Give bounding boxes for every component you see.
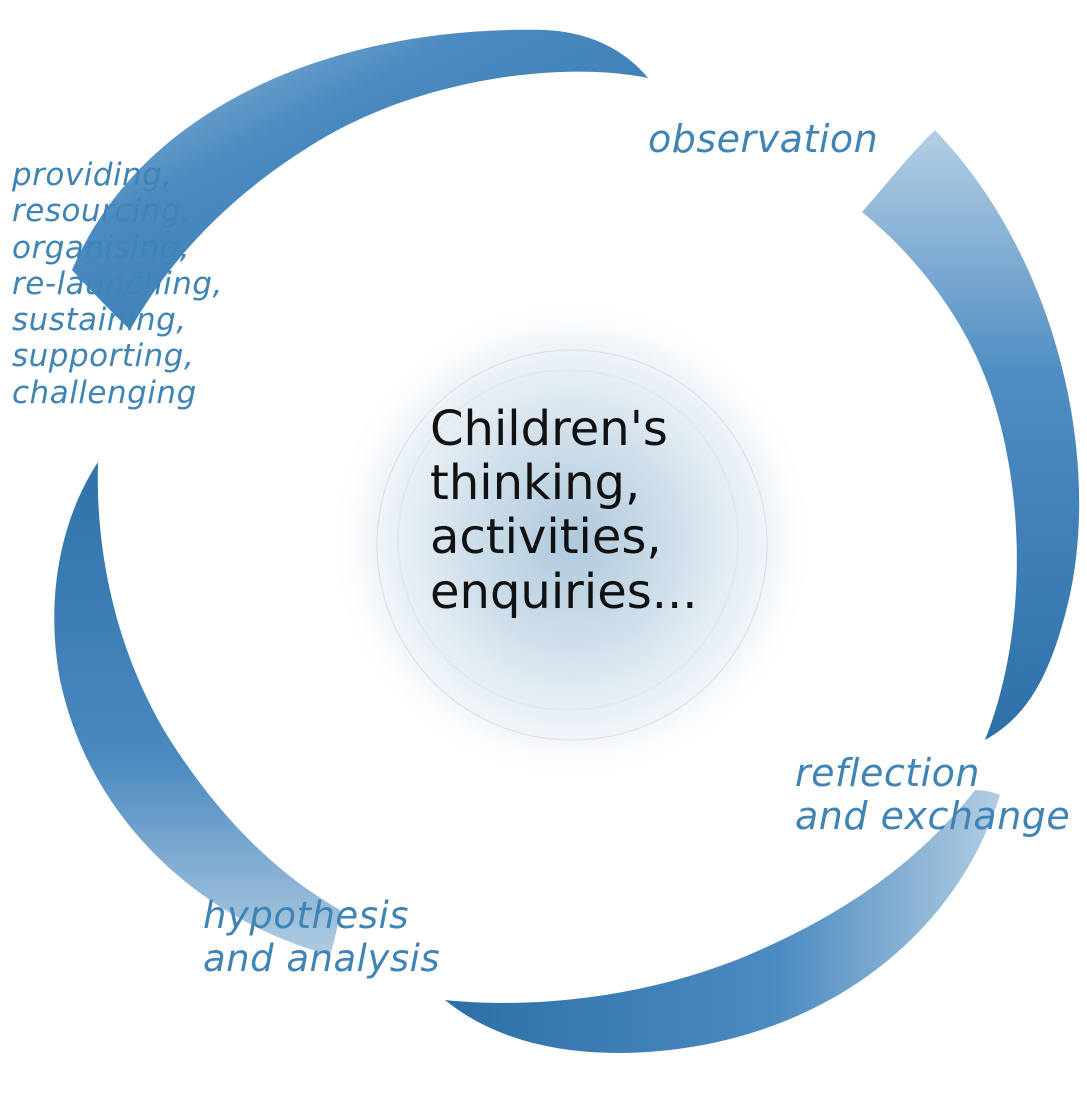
stage-providing-line: resourcing, — [12, 193, 192, 230]
stage-observation: observation — [648, 117, 879, 162]
stage-hypothesis-line: and analysis — [203, 936, 441, 980]
arc-top — [72, 29, 648, 330]
center-label: Children's thinking, activities, enquiri… — [430, 402, 698, 619]
center-label-line: activities, — [430, 509, 662, 566]
center-label-line: Children's — [430, 401, 668, 457]
stage-hypothesis: hypothesis and analysis — [203, 894, 441, 980]
stage-providing-line: challenging — [12, 374, 197, 411]
center-label-line: thinking, — [430, 455, 641, 512]
center-ring — [397, 369, 739, 711]
arc-left — [54, 462, 341, 955]
center-ring — [376, 349, 768, 741]
stage-providing-line: organising, — [12, 229, 191, 266]
arc-right — [862, 130, 1080, 740]
stage-reflection: reflection and exchange — [795, 752, 1070, 837]
stage-providing-line: providing, — [12, 157, 173, 193]
stage-observation-line: observation — [648, 117, 879, 161]
stage-providing: providing, resourcing, organising, re-la… — [12, 157, 223, 411]
stage-providing-line: supporting, — [12, 338, 195, 375]
stage-providing-line: re-launching, — [12, 265, 223, 302]
stage-reflection-line: reflection — [795, 751, 980, 795]
arc-bottom — [445, 790, 1000, 1053]
stage-hypothesis-line: hypothesis — [203, 894, 410, 937]
center-label-line: enquiries... — [430, 563, 698, 620]
stage-providing-line: sustaining, — [12, 302, 187, 339]
stage-reflection-line: and exchange — [795, 793, 1071, 838]
